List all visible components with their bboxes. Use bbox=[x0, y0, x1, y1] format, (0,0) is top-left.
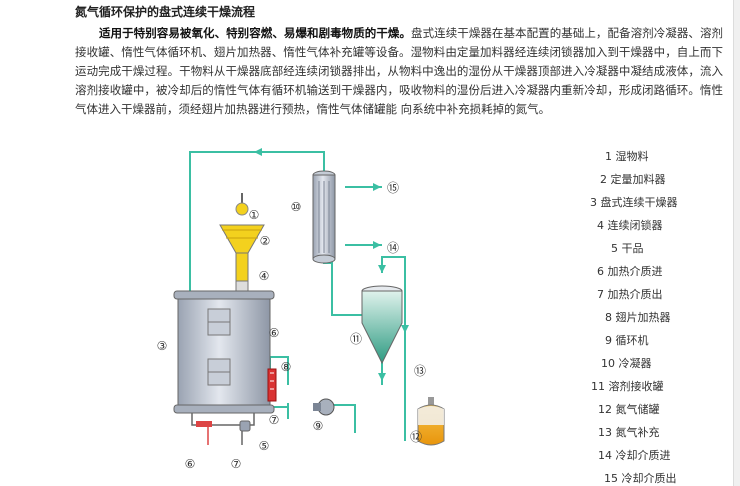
legend-item-14: 14 冷却介质进 bbox=[598, 449, 671, 462]
marker-13: ⑬ bbox=[414, 364, 426, 378]
circulator bbox=[313, 398, 335, 416]
condenser bbox=[312, 170, 336, 264]
solvent-receiver bbox=[361, 285, 403, 365]
legend-item-3: 3 盘式连续干燥器 bbox=[590, 196, 678, 209]
legend-item-13: 13 氮气补充 bbox=[598, 426, 660, 439]
legend-item-7: 7 加热介质出 bbox=[597, 288, 663, 301]
legend-item-2: 2 定量加料器 bbox=[600, 173, 666, 186]
legend-item-8: 8 翅片加热器 bbox=[605, 311, 671, 324]
legend-item-5: 5 干品 bbox=[611, 242, 644, 255]
document-title: 氮气循环保护的盘式连续干燥流程 bbox=[75, 5, 256, 19]
legend-item-9: 9 循环机 bbox=[605, 334, 649, 347]
quantitative-feeder bbox=[219, 193, 265, 294]
marker-2: ② bbox=[260, 234, 271, 248]
legend-item-15: 15 冷却介质出 bbox=[604, 472, 677, 485]
marker-7b: ⑦ bbox=[231, 457, 242, 471]
intro-paragraph: 适用于特别容易被氧化、特别容燃、易爆和剧毒物质的干燥。盘式连续干燥器在基本配置的… bbox=[75, 24, 723, 119]
legend-item-11: 11 溶剂接收罐 bbox=[591, 380, 664, 393]
marker-15: ⑮ bbox=[387, 181, 399, 195]
marker-7a: ⑦ bbox=[269, 413, 280, 427]
marker-10: ⑩ bbox=[291, 200, 302, 214]
scrollbar[interactable] bbox=[733, 0, 740, 486]
intro-text: 盘式连续干燥器在基本配置的基础上，配备溶剂冷凝器、溶剂接收罐、惰性气体循环机、翅… bbox=[75, 26, 723, 116]
legend-item-12: 12 氮气储罐 bbox=[598, 403, 660, 416]
marker-12: ⑫ bbox=[410, 430, 422, 444]
marker-14: ⑭ bbox=[387, 241, 399, 255]
legend-item-1: 1 湿物料 bbox=[605, 150, 649, 163]
marker-8: ⑧ bbox=[281, 360, 292, 374]
marker-6a: ⑥ bbox=[269, 326, 280, 340]
nitrogen-tank bbox=[417, 397, 445, 446]
legend-item-6: 6 加热介质进 bbox=[597, 265, 663, 278]
marker-11: ⑪ bbox=[350, 332, 362, 346]
marker-3: ③ bbox=[157, 339, 168, 353]
legend-item-10: 10 冷凝器 bbox=[601, 357, 652, 370]
marker-1: ① bbox=[249, 208, 260, 222]
intro-bold: 适用于特别容易被氧化、特别容燃、易爆和剧毒物质的干燥。 bbox=[99, 26, 412, 40]
disc-dryer bbox=[173, 290, 275, 445]
fin-heater bbox=[267, 368, 277, 402]
marker-4: ④ bbox=[259, 269, 270, 283]
marker-5: ⑤ bbox=[259, 439, 270, 453]
marker-9: ⑨ bbox=[313, 419, 324, 433]
flow-arrows bbox=[254, 148, 409, 381]
legend-item-4: 4 连续闭锁器 bbox=[597, 219, 663, 232]
marker-6b: ⑥ bbox=[185, 457, 196, 471]
process-flow-diagram: ① ② ③ ④ ⑤ ⑥ ⑥ ⑦ ⑦ ⑧ ⑨ ⑩ ⑪ ⑫ ⑬ ⑭ ⑮ bbox=[157, 148, 445, 471]
